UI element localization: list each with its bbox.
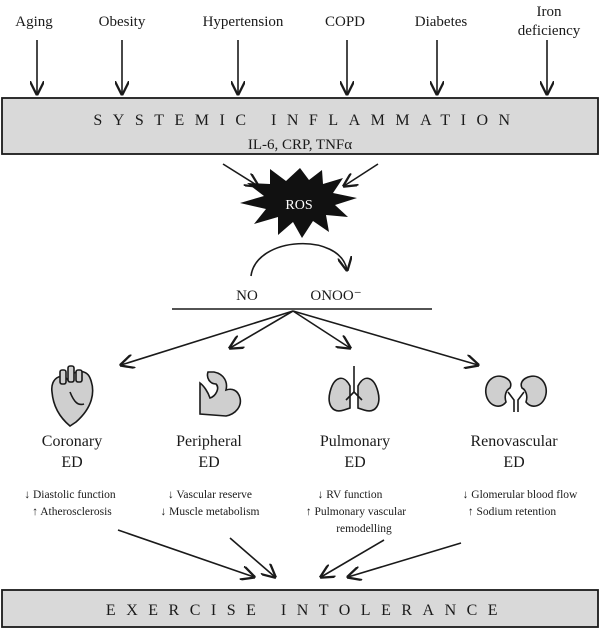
factor-hypertension: Hypertension xyxy=(203,14,284,30)
arm-muscle-icon xyxy=(199,371,242,417)
arrow-to-ros-right xyxy=(344,163,379,186)
organ-name-renovascular: Renovascular xyxy=(470,433,558,450)
effect-pulmonary-1: ↓ RV function xyxy=(318,489,383,501)
effect-renovascular-1: ↓ Glomerular blood flow xyxy=(463,489,578,501)
arrow-to-renovascular xyxy=(292,310,478,365)
fanout-arrows xyxy=(121,310,478,365)
inflammation-box xyxy=(1,97,599,155)
organ-name-coronary: Coronary xyxy=(42,433,102,450)
heart-icon xyxy=(51,365,94,427)
kidneys-icon xyxy=(484,375,548,412)
effect-coronary-2: ↑ Atherosclerosis xyxy=(32,506,112,518)
effect-coronary-1: ↓ Diastolic function xyxy=(24,489,116,501)
conversion-arrow xyxy=(250,242,347,277)
arrow-from-coronary xyxy=(117,529,254,577)
organ-name-peripheral: Peripheral xyxy=(176,433,242,450)
arrow-from-pulmonary xyxy=(321,539,385,577)
converge-arrows xyxy=(117,529,462,577)
arrow-to-ros-left xyxy=(222,163,258,186)
effect-pulmonary-2: ↑ Pulmonary vascular xyxy=(306,506,406,518)
effect-peripheral-1: ↓ Vascular reserve xyxy=(168,489,252,501)
organ-abbr-pulmonary: ED xyxy=(344,454,365,471)
inflammation-markers: IL-6, CRP, TNFα xyxy=(248,137,352,153)
factor-iron-deficiency-line2: deficiency xyxy=(518,23,581,39)
arrow-to-peripheral xyxy=(230,310,294,348)
organ-abbr-peripheral: ED xyxy=(198,454,219,471)
factor-arrows xyxy=(37,40,547,94)
ros-label: ROS xyxy=(285,198,312,213)
inflammation-title: SYSTEMIC INFLAMMATION xyxy=(93,112,520,129)
arrow-to-pulmonary xyxy=(292,310,350,348)
arrow-to-coronary xyxy=(121,310,294,365)
factor-obesity: Obesity xyxy=(99,14,146,30)
effect-pulmonary-3: remodelling xyxy=(336,523,392,535)
effect-peripheral-2: ↓ Muscle metabolism xyxy=(160,506,259,518)
outcome-box xyxy=(1,589,599,628)
lungs-icon xyxy=(328,366,380,412)
organ-abbr-coronary: ED xyxy=(61,454,82,471)
arrow-from-peripheral xyxy=(229,537,275,577)
ros-splat xyxy=(240,168,357,238)
arrow-from-renovascular xyxy=(348,542,462,577)
organ-name-pulmonary: Pulmonary xyxy=(320,433,390,450)
effect-renovascular-2: ↑ Sodium retention xyxy=(468,506,556,518)
onoo-label: ONOO⁻ xyxy=(310,288,361,304)
factor-copd: COPD xyxy=(325,14,365,30)
outcome-title: EXERCISE INTOLERANCE xyxy=(106,602,508,619)
factor-iron-deficiency: Iron xyxy=(537,4,562,20)
no-label: NO xyxy=(236,288,258,304)
factor-diabetes: Diabetes xyxy=(415,14,468,30)
organ-abbr-renovascular: ED xyxy=(503,454,524,471)
factor-aging: Aging xyxy=(15,14,53,30)
